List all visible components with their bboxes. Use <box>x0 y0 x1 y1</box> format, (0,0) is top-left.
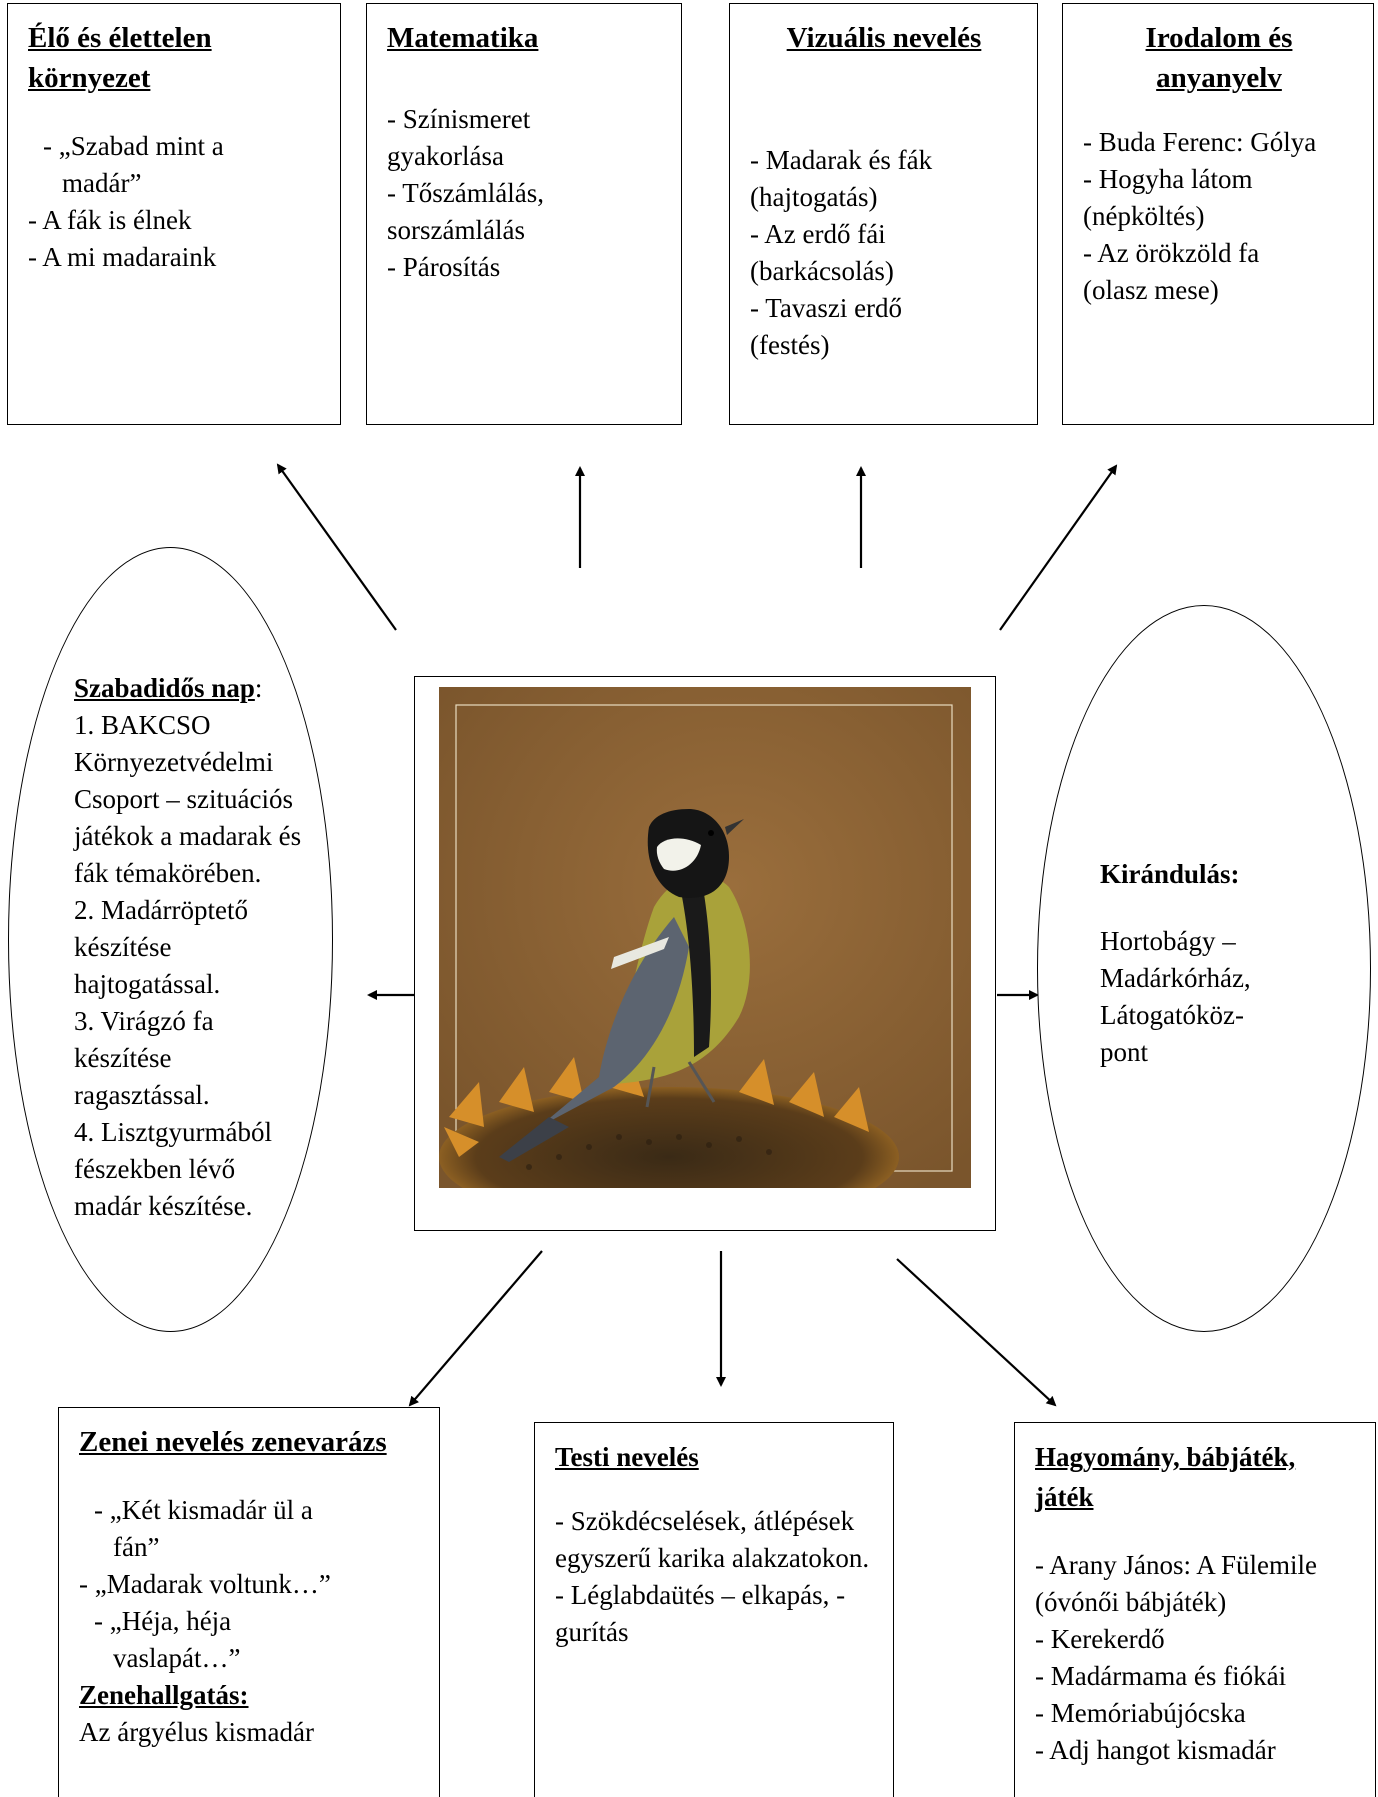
list-item: 2. Madárröptető készítése hajtogatással. <box>74 895 248 999</box>
box-tradition-title: Hagyomány, bábjáték, játék <box>1035 1442 1296 1512</box>
list-item: - Madarak és fák (hajtogatás) <box>750 145 933 212</box>
list-item: - Memóriabújócska <box>1035 1698 1246 1728</box>
box-music-title: Zenei nevelés zenevarázs <box>79 1426 387 1458</box>
list-item: 3. Virágzó fa készítése ragasztással. <box>74 1006 214 1110</box>
list-item: - Madármama és fiókái <box>1035 1661 1287 1691</box>
box-environment: Élő és élettelen környezet - „Szabad min… <box>7 3 341 425</box>
excursion-content: Kirándulás: Hortobágy – Madárkórház, Lát… <box>1100 856 1320 1071</box>
list-item: - „Két kismadár ül a fán” <box>94 1495 313 1562</box>
list-item: - A mi madaraink <box>28 242 217 272</box>
leisure-day-title-colon: : <box>254 673 263 703</box>
box-literature: Irodalom és anyanyelv - Buda Ferenc: Gól… <box>1062 3 1374 425</box>
great-tit-illustration <box>439 687 971 1188</box>
great-tit-photo <box>439 687 971 1188</box>
music-listening-subtitle: Zenehallgatás: <box>79 1680 249 1710</box>
list-item: - Léglabdaütés – elkapás, -gurítás <box>555 1580 846 1647</box>
list-item: - Buda Ferenc: Gólya <box>1083 127 1317 157</box>
arrow-to-music <box>408 1250 543 1407</box>
ellipse-leisure-day: Szabadidős nap: 1. BAKCSO Környezetvédel… <box>8 547 333 1332</box>
list-item: - „Szabad mint a madár” <box>43 131 224 198</box>
box-pe: Testi nevelés - Szökdécselések, átlépése… <box>534 1422 894 1797</box>
list-item: - Színismeret gyakorlása <box>387 104 531 171</box>
list-item: - Tőszámlálás, sorszámlálás <box>387 178 544 245</box>
box-pe-title: Testi nevelés <box>555 1442 699 1472</box>
list-item: - „Madarak voltunk…” <box>79 1569 331 1599</box>
box-environment-title: Élő és élettelen környezet <box>28 22 212 94</box>
leisure-day-content: Szabadidős nap: 1. BAKCSO Környezetvédel… <box>74 670 309 1225</box>
list-item: 4. Lisztgyurmából fészekben lévő madár k… <box>74 1117 272 1221</box>
arrow-to-literature <box>999 464 1118 631</box>
box-visual: Vizuális nevelés - Madarak és fák (hajto… <box>729 3 1038 425</box>
excursion-title: Kirándulás: <box>1100 859 1240 889</box>
arrow-to-environment <box>276 463 397 631</box>
box-math: Matematika - Színismeret gyakorlása - Tő… <box>366 3 682 425</box>
list-item: - Adj hangot kismadár <box>1035 1735 1276 1765</box>
list-item: 1. BAKCSO Környezetvédelmi Csoport – szi… <box>74 710 302 888</box>
box-music: Zenei nevelés zenevarázs - „Két kismadár… <box>58 1407 440 1797</box>
excursion-text: Hortobágy – Madárkórház, Látogatóköz-pon… <box>1100 926 1251 1067</box>
list-item: - A fák is élnek <box>28 205 192 235</box>
box-math-title: Matematika <box>387 22 539 54</box>
arrow-to-tradition <box>896 1258 1057 1407</box>
list-item: - Az örökzöld fa (olasz mese) <box>1083 238 1260 305</box>
box-tradition: Hagyomány, bábjáték, játék - Arany János… <box>1014 1422 1376 1797</box>
ellipse-excursion: Kirándulás: Hortobágy – Madárkórház, Lát… <box>1037 605 1371 1332</box>
list-item: - Arany János: A Fülemile (óvónői bábját… <box>1035 1550 1317 1617</box>
list-item: - Párosítás <box>387 252 501 282</box>
list-item: - Szökdécselések, átlépések egyszerű kar… <box>555 1506 870 1573</box>
list-item: - Tavaszi erdő (festés) <box>750 293 903 360</box>
list-item: - Kerekerdő <box>1035 1624 1165 1654</box>
list-item: - „Héja, héja vaslapát…” <box>94 1606 241 1673</box>
list-item: - Az erdő fái (barkácsolás) <box>750 219 894 286</box>
box-visual-title: Vizuális nevelés <box>786 22 982 54</box>
leisure-day-title: Szabadidős nap <box>74 673 255 703</box>
list-item: - Hogyha látom (népköltés) <box>1083 164 1253 231</box>
music-listening-text: Az árgyélus kismadár <box>79 1717 314 1747</box>
center-photo-frame <box>414 676 996 1231</box>
box-literature-title: Irodalom és anyanyelv <box>1145 22 1293 94</box>
